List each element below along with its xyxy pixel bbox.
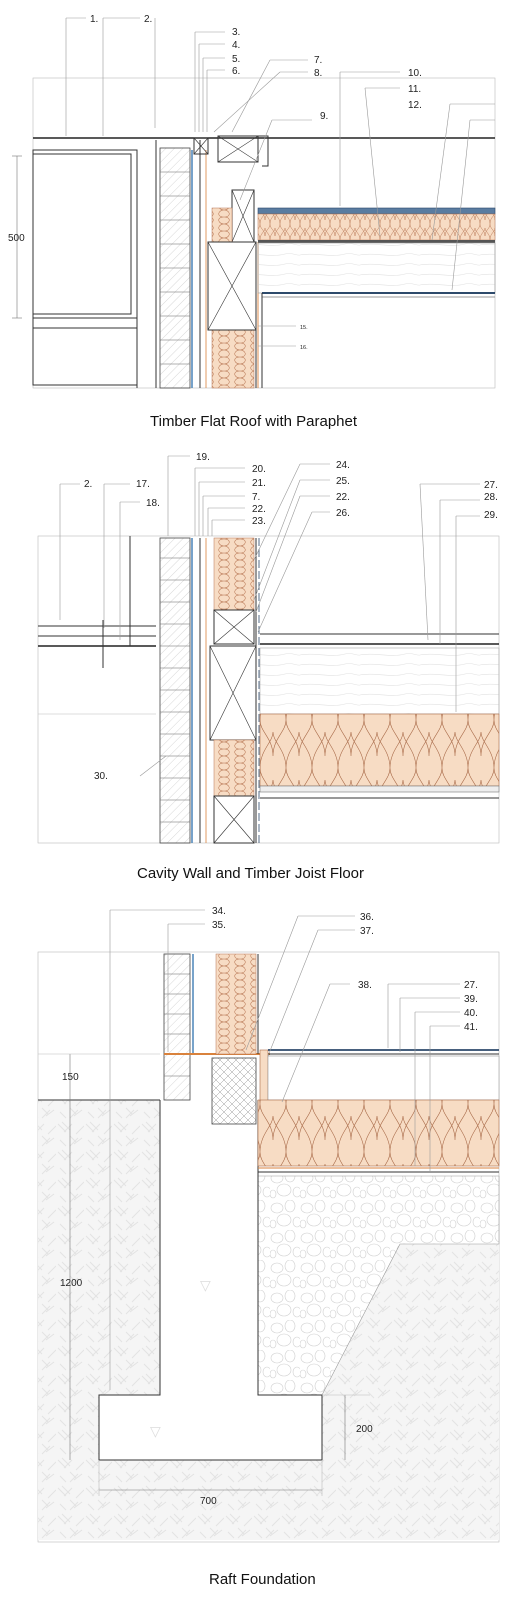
label-19: 19.: [196, 452, 210, 463]
label-7: 7.: [314, 55, 322, 66]
label-11: 11.: [408, 84, 421, 95]
label-35: 35.: [212, 920, 226, 931]
dim-500: 500: [8, 233, 25, 244]
dim-200: 200: [356, 1424, 373, 1435]
window-frame: [32, 153, 132, 315]
label-29: 29.: [484, 510, 498, 521]
label-2: 2.: [144, 14, 152, 25]
label-27: 27.: [484, 480, 498, 491]
label-22: 22.: [252, 504, 266, 515]
title-raft-foundation: Raft Foundation: [209, 1571, 316, 1588]
wall-insulation-upper: [211, 207, 233, 243]
section-cavity-wall: 2. 17. 18. 19. 20. 21. 7. 22. 23. 24. 25…: [37, 452, 500, 882]
roof-membrane: [257, 207, 496, 215]
label-21: 21.: [252, 478, 266, 489]
dim-150: 150: [62, 1072, 79, 1083]
wall-insulation-lower: [211, 329, 255, 389]
label-4: 4.: [232, 40, 240, 51]
brick-leaf: [159, 537, 191, 844]
label-6: 6.: [232, 66, 240, 77]
label-27: 27.: [464, 980, 478, 991]
label-41: 41.: [464, 1022, 478, 1033]
section-flat-roof: 1. 2. 3. 4. 5. 6. 7. 8. 9. 10. 11. 12. 1…: [8, 14, 496, 430]
label-10: 10.: [408, 68, 422, 79]
label-12: 12.: [408, 100, 422, 111]
raft-slab: [98, 1100, 323, 1461]
label-25: 25.: [336, 476, 350, 487]
label-7: 7.: [252, 492, 260, 503]
roof-insulation: [257, 213, 496, 241]
wall-insulation: [215, 953, 257, 1055]
title-cavity-wall: Cavity Wall and Timber Joist Floor: [137, 865, 364, 882]
section-raft-foundation: ▽ ▽: [37, 906, 500, 1588]
wall-panel: [32, 149, 138, 386]
brick-leaf: [163, 953, 191, 1101]
label-28: 28.: [484, 492, 498, 503]
ground-left: [38, 1100, 160, 1460]
label-5: 5.: [232, 54, 240, 65]
foundation-block: [211, 1057, 257, 1125]
dim-1200: 1200: [60, 1278, 83, 1289]
label-17: 17.: [136, 479, 150, 490]
label-20: 20.: [252, 464, 266, 475]
label-26: 26.: [336, 508, 350, 519]
label-38: 38.: [358, 980, 372, 991]
label-1: 1.: [90, 14, 98, 25]
floor-insulation: [257, 1099, 500, 1167]
label-9: 9.: [320, 111, 328, 122]
label-30: 30.: [94, 771, 108, 782]
label-37: 37.: [360, 926, 374, 937]
label-40: 40.: [464, 1008, 478, 1019]
label-2: 2.: [84, 479, 92, 490]
floor-joist: [259, 647, 500, 715]
label-3: 3.: [232, 27, 240, 38]
label-15: 15.: [300, 325, 308, 331]
label-34: 34.: [212, 906, 226, 917]
label-18: 18.: [146, 498, 160, 509]
label-23: 23.: [252, 516, 266, 527]
dim-700: 700: [200, 1496, 217, 1507]
label-24: 24.: [336, 460, 350, 471]
label-16: 16.: [300, 345, 308, 351]
wall-insulation-upper: [213, 537, 255, 611]
roof-deck: [258, 240, 495, 243]
label-22b: 22.: [336, 492, 350, 503]
title-flat-roof: Timber Flat Roof with Paraphet: [150, 413, 358, 430]
label-8: 8.: [314, 68, 322, 79]
label-36: 36.: [360, 912, 374, 923]
wall-insulation-lower: [213, 739, 255, 797]
label-39: 39.: [464, 994, 478, 1005]
svg-text:▽: ▽: [200, 1277, 211, 1293]
ground-right: [322, 1244, 499, 1540]
roof-joist: [257, 242, 496, 294]
floor-insulation: [259, 713, 500, 787]
svg-text:▽: ▽: [150, 1423, 161, 1439]
